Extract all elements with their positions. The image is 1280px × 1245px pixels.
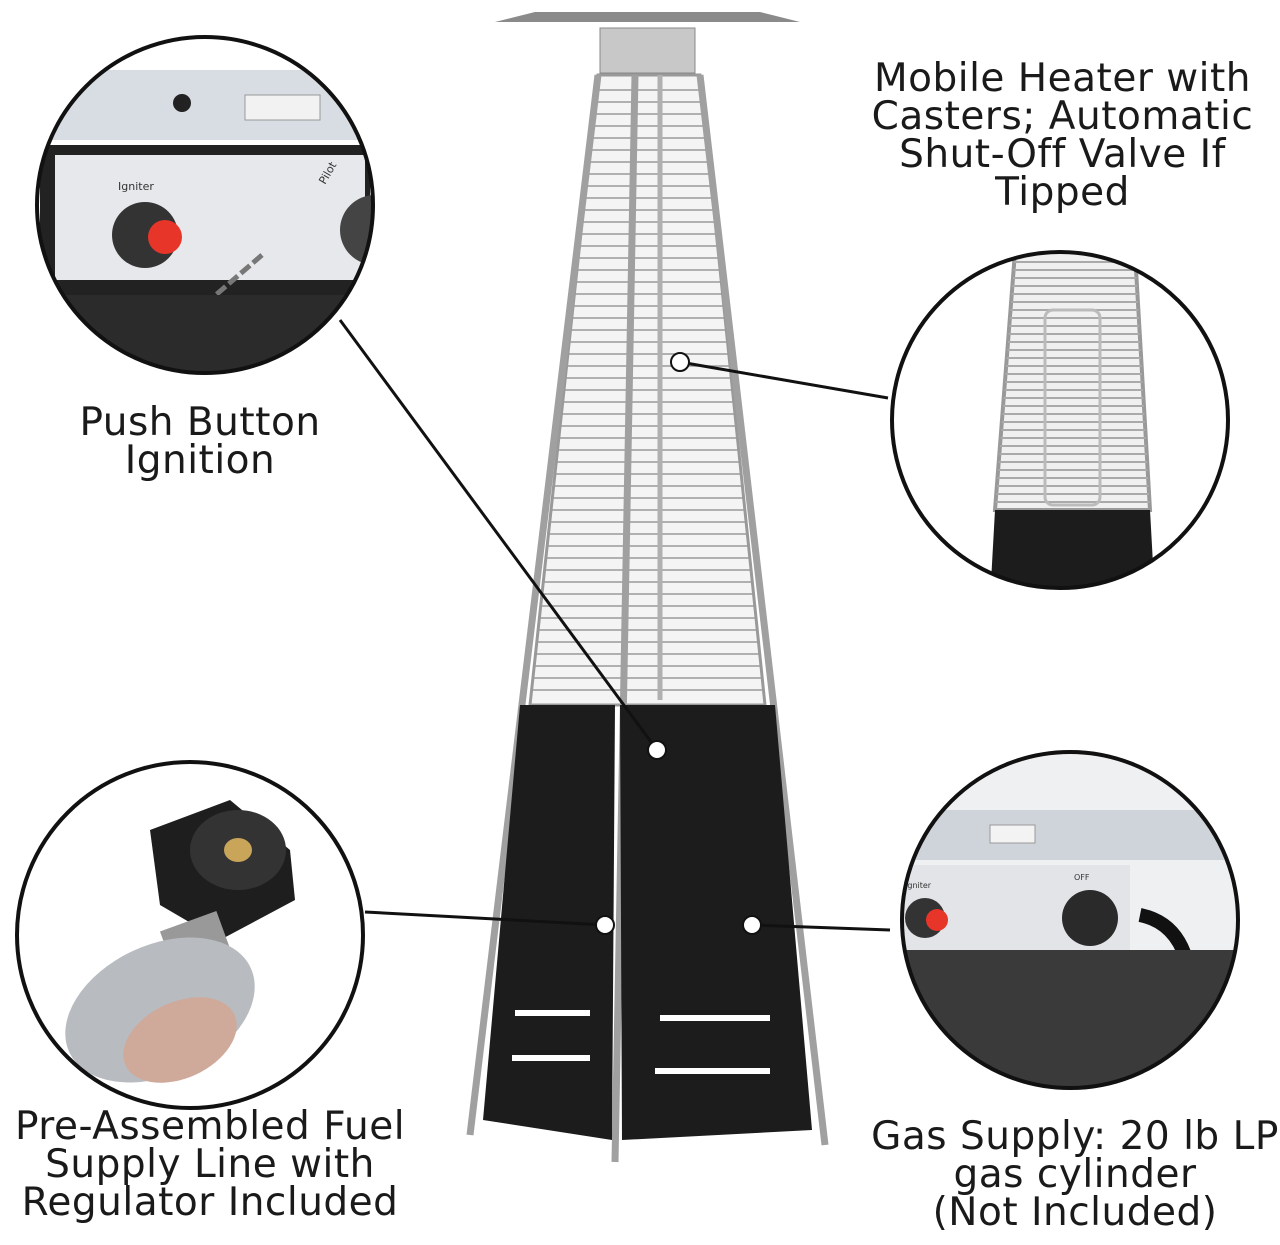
igniter-label-small: Igniter — [905, 881, 932, 890]
caption-push-button: Push Button Ignition — [20, 400, 380, 483]
patio-heater — [466, 12, 829, 1163]
caption-line: Casters; Automatic — [871, 94, 1254, 139]
caption-line: Regulator Included — [21, 1180, 399, 1225]
caption-line: (Not Included) — [932, 1190, 1218, 1235]
caption-line: Gas Supply: 20 lb LP — [871, 1114, 1279, 1159]
callout-lines — [338, 319, 891, 935]
caption-fuel-supply: Pre-Assembled Fuel Supply Line with Regu… — [0, 1104, 435, 1225]
caption-line: Push Button — [79, 400, 321, 445]
caption-line: gas cylinder — [953, 1152, 1197, 1197]
caption-gas-supply: Gas Supply: 20 lb LP gas cylinder (Not I… — [840, 1114, 1280, 1235]
caption-line: Pre-Assembled Fuel — [14, 1104, 406, 1149]
caption-line: Ignition — [124, 438, 276, 483]
caption-mobile-heater: Mobile Heater with Casters; Automatic Sh… — [840, 56, 1280, 215]
caption-line: Shut-Off Valve If — [899, 132, 1226, 177]
detail-gas-valve: Igniter OFF — [902, 752, 1238, 1088]
caption-line: Supply Line with — [45, 1142, 375, 1187]
detail-wire-guard — [892, 252, 1228, 588]
caption-line: Tipped — [995, 170, 1130, 215]
detail-regulator — [17, 762, 363, 1108]
base-panel-right — [620, 705, 812, 1140]
caption-line: Mobile Heater with — [873, 56, 1251, 101]
igniter-label: Igniter — [118, 180, 154, 193]
off-label: OFF — [1074, 873, 1090, 882]
